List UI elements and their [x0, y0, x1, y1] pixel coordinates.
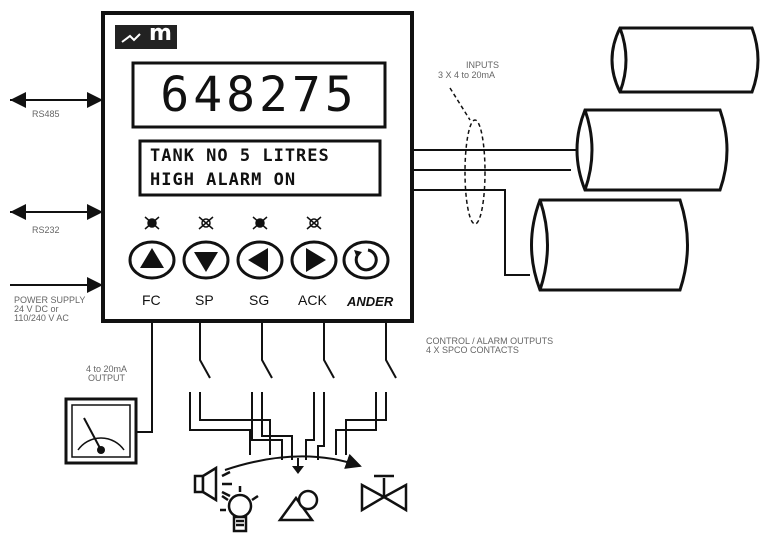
keypad	[128, 240, 390, 280]
analog-output-wire	[136, 321, 153, 433]
led-1-icon	[144, 216, 160, 230]
tank-icon-bottom	[530, 198, 689, 292]
return-icon[interactable]	[342, 240, 390, 280]
lamp-icon	[220, 486, 259, 533]
numeric-display: 648275	[160, 67, 358, 123]
power-label-3: 110/240 V AC	[14, 313, 69, 323]
display-line-2: HIGH ALARM ON	[150, 170, 297, 190]
rs232-label: RS232	[32, 225, 60, 235]
up-arrow-icon[interactable]	[128, 240, 176, 280]
output-wires	[189, 410, 387, 460]
digit-display-frame	[131, 61, 387, 129]
inputs-group-ellipse	[464, 119, 486, 225]
brand-logo-icon	[115, 25, 177, 49]
text-display-frame	[138, 139, 382, 197]
display-line-1: TANK NO 5 LITRES	[150, 146, 330, 166]
down-arrow-icon[interactable]	[182, 240, 230, 280]
relay-contacts	[189, 321, 397, 410]
valve-icon	[360, 474, 408, 513]
rs485-label: RS485	[32, 109, 60, 119]
button-label-sg: SG	[249, 292, 270, 308]
brand-name: ANDER	[347, 294, 394, 309]
led-3-icon	[252, 216, 268, 230]
button-label-fc: FC	[142, 292, 161, 308]
horn-icon	[193, 465, 232, 503]
right-arrow-icon[interactable]	[290, 240, 338, 280]
control-outputs-label-2: 4 X SPCO CONTACTS	[426, 345, 519, 355]
analog-output-label-1: 4 to 20mA	[86, 364, 128, 374]
brand-logo-letter: m	[149, 21, 172, 46]
tank-icon-middle	[575, 108, 729, 192]
inputs-label-1: INPUTS	[466, 60, 500, 70]
power-label-1: POWER SUPPLY	[14, 295, 86, 305]
control-outputs-label-1: CONTROL / ALARM OUTPUTS	[426, 336, 554, 346]
analog-output-label-2: OUTPUT	[88, 373, 125, 383]
tank-icon-top	[610, 26, 760, 94]
button-label-ack: ACK	[298, 292, 327, 308]
button-label-sp: SP	[195, 292, 214, 308]
led-4-icon	[306, 216, 322, 230]
analog-meter-icon	[64, 397, 138, 465]
led-indicators	[144, 216, 322, 230]
led-2-icon	[198, 216, 214, 230]
pump-icon	[277, 489, 319, 522]
input-wires	[412, 149, 583, 276]
inputs-label-2: 3 X 4 to 20mA	[438, 70, 496, 80]
power-label-2: 24 V DC or	[14, 304, 59, 314]
left-arrow-icon[interactable]	[236, 240, 284, 280]
selector-arc	[224, 453, 362, 471]
